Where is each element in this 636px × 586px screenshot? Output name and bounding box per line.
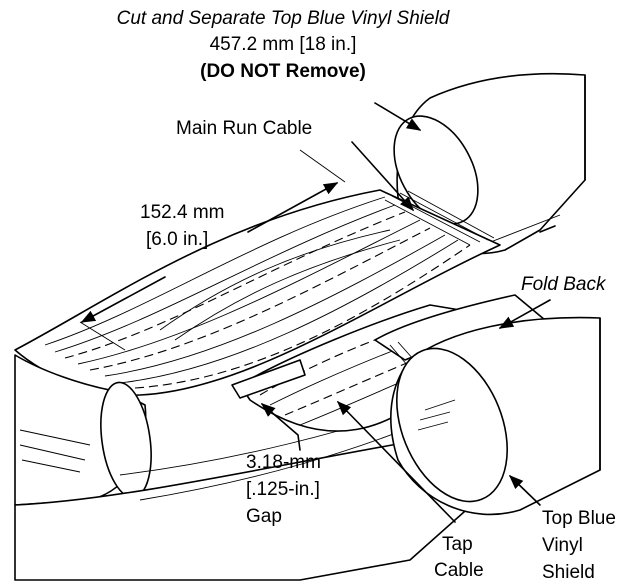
top-shield-label-line1: Top Blue (542, 508, 616, 529)
fold-back-label: Fold Back (521, 274, 607, 295)
lower-right-shield-roll (390, 316, 601, 516)
cut-shield-label-line1: Cut and Separate Top Blue Vinyl Shield (117, 8, 451, 29)
tap-cable-leader-arrow (336, 400, 456, 523)
tap-cable-label-line2: Cable (434, 560, 484, 581)
gap-label-line1: 3.18-mm (246, 452, 321, 473)
tap-cable-label-line1: Tap (442, 534, 473, 555)
dimension-label-in: [6.0 in.] (146, 229, 208, 250)
dimension-label-mm: 152.4 mm (140, 202, 224, 223)
gap-leader-arrow (260, 403, 301, 451)
shield-leader-arrow (508, 474, 541, 506)
top-shield-label-line3: Shield (542, 562, 595, 583)
gap-label-line3: Gap (246, 506, 282, 527)
cut-shield-leader-arrow (374, 102, 422, 131)
dimension-152mm (79, 149, 346, 351)
main-run-cable-label: Main Run Cable (176, 118, 312, 139)
cut-shield-label-line2: 457.2 mm [18 in.] (210, 34, 357, 55)
fold-back-leader-arrow (498, 299, 551, 329)
gap-label-line2: [.125-in.] (246, 479, 320, 500)
main-run-cable (14, 189, 501, 396)
top-shield-label-line2: Vinyl (542, 535, 583, 556)
left-shield-roll (14, 354, 152, 506)
main-run-leader-arrow (351, 141, 414, 212)
cut-shield-label-line3: (DO NOT Remove) (200, 61, 366, 82)
